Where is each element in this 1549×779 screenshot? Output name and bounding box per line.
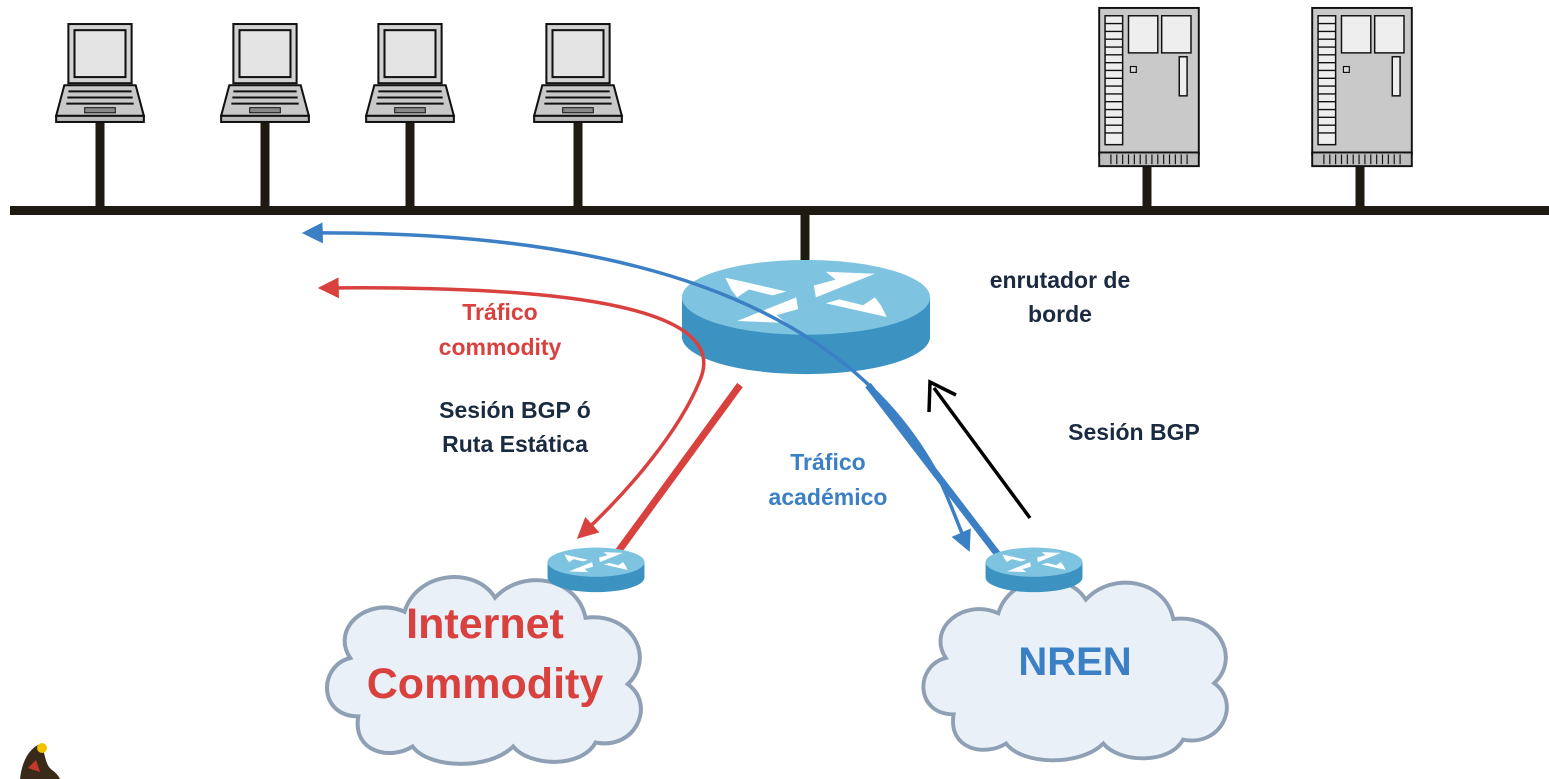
laptop-icon (220, 23, 310, 123)
logo-fragment (20, 743, 60, 779)
router-icon (985, 547, 1083, 593)
edge-router-label-line2: borde (1028, 301, 1092, 327)
router-icon (681, 259, 931, 375)
bgp-session-label: Sesión BGP (1068, 419, 1200, 445)
bgp-or-static-label-line1: Sesión BGP ó (439, 397, 591, 423)
edge-router-label-line1: enrutador de (990, 267, 1131, 293)
nren-cloud-label: NREN (1018, 640, 1131, 684)
internet-cloud-label-line2: Commodity (367, 660, 604, 708)
server-icon (1098, 6, 1200, 168)
bgp-session-arrow (932, 386, 1032, 520)
bgp-session-arrowhead (927, 379, 957, 413)
workstation-drops (95, 120, 1365, 260)
laptop-icon (55, 23, 145, 123)
commodity-traffic-label-line2: commodity (439, 334, 562, 360)
commodity-link (609, 382, 743, 563)
academic-traffic-label-line1: Tráfico (790, 449, 865, 475)
lan-bus (10, 206, 1549, 215)
commodity-traffic-arrow (317, 277, 706, 539)
academic-traffic-label-line2: académico (769, 484, 888, 510)
server-icon (1311, 6, 1413, 168)
router-icon (547, 547, 645, 593)
laptop-icon (365, 23, 455, 123)
internet-cloud-label-line1: Internet (406, 600, 564, 648)
academic-traffic-arrow (301, 222, 971, 552)
bgp-or-static-label-line2: Ruta Estática (442, 431, 588, 457)
commodity-traffic-label-line1: Tráfico (462, 299, 537, 325)
laptop-icon (533, 23, 623, 123)
